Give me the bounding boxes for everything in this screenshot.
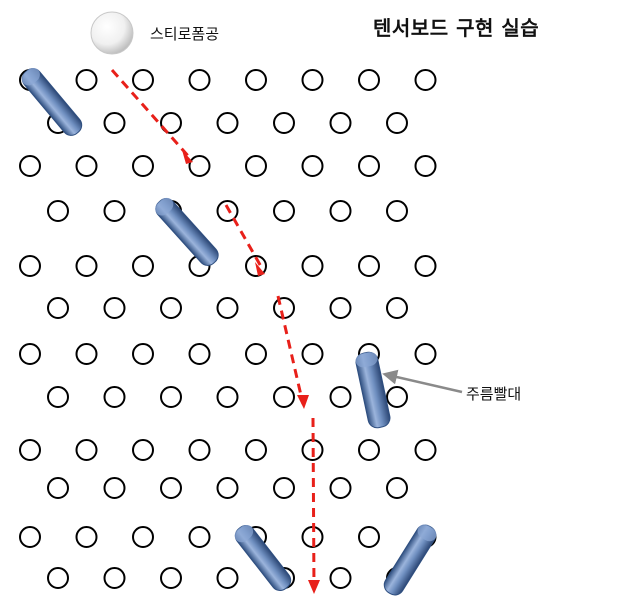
peg	[103, 477, 126, 499]
peg	[414, 155, 437, 177]
peg	[103, 567, 126, 589]
peg	[386, 386, 408, 408]
peg	[47, 200, 69, 222]
peg	[414, 255, 437, 277]
peg	[245, 69, 267, 91]
peg-grid	[19, 69, 437, 589]
peg	[245, 255, 267, 277]
peg	[75, 343, 98, 365]
peg	[19, 439, 41, 461]
peg	[329, 477, 352, 499]
peg	[216, 297, 239, 319]
peg	[19, 343, 41, 365]
peg	[132, 69, 154, 91]
peg	[188, 526, 211, 548]
peg	[75, 526, 98, 548]
peg	[358, 155, 380, 177]
styrofoam-ball	[90, 11, 134, 55]
peg	[132, 526, 154, 548]
peg	[103, 200, 126, 222]
peg	[47, 567, 69, 589]
peg	[19, 526, 41, 548]
peg	[132, 439, 154, 461]
peg	[160, 567, 182, 589]
peg	[273, 297, 295, 319]
peg	[216, 200, 239, 222]
peg	[47, 477, 69, 499]
peg	[386, 297, 408, 319]
peg	[132, 343, 154, 365]
peg	[301, 343, 324, 365]
peg	[414, 69, 437, 91]
straw	[383, 524, 437, 596]
peg	[358, 526, 380, 548]
peg	[75, 439, 98, 461]
peg	[19, 155, 41, 177]
peg	[47, 386, 69, 408]
peg	[301, 155, 324, 177]
peg	[329, 297, 352, 319]
peg	[301, 69, 324, 91]
straw-label: 주름빨대	[466, 385, 522, 403]
peg	[329, 567, 352, 589]
peg	[216, 112, 239, 134]
peg	[414, 343, 437, 365]
diagram-title: 텐서보드 구현 실습	[373, 16, 540, 40]
peg	[75, 69, 98, 91]
peg	[329, 200, 352, 222]
peg	[358, 439, 380, 461]
peg	[301, 255, 324, 277]
peg	[273, 477, 295, 499]
peg	[245, 155, 267, 177]
peg	[245, 439, 267, 461]
peg	[188, 155, 211, 177]
peg	[188, 439, 211, 461]
peg	[19, 255, 41, 277]
peg	[75, 155, 98, 177]
peg	[386, 112, 408, 134]
peg	[273, 112, 295, 134]
peg	[216, 567, 239, 589]
peg	[188, 343, 211, 365]
peg	[103, 112, 126, 134]
peg	[216, 386, 239, 408]
peg	[160, 297, 182, 319]
peg	[273, 386, 295, 408]
peg	[160, 477, 182, 499]
ball-label: 스티로폼공	[150, 25, 220, 43]
peg	[75, 255, 98, 277]
peg	[386, 477, 408, 499]
peg	[216, 477, 239, 499]
peg	[47, 297, 69, 319]
straw-pointer-arrow	[382, 369, 463, 394]
straw-group	[21, 68, 437, 596]
peg	[103, 297, 126, 319]
straw	[21, 68, 83, 136]
peg	[132, 255, 154, 277]
ball-path-arrow	[110, 69, 316, 591]
peg	[188, 69, 211, 91]
peg	[245, 343, 267, 365]
straw	[234, 524, 292, 591]
peg	[132, 155, 154, 177]
peg	[273, 200, 295, 222]
peg	[160, 112, 182, 134]
peg	[414, 439, 437, 461]
peg	[329, 386, 352, 408]
straw	[355, 351, 391, 429]
peg	[386, 200, 408, 222]
peg	[329, 112, 352, 134]
peg	[103, 386, 126, 408]
peg	[160, 386, 182, 408]
peg	[358, 255, 380, 277]
peg	[358, 69, 380, 91]
straw	[155, 197, 219, 266]
